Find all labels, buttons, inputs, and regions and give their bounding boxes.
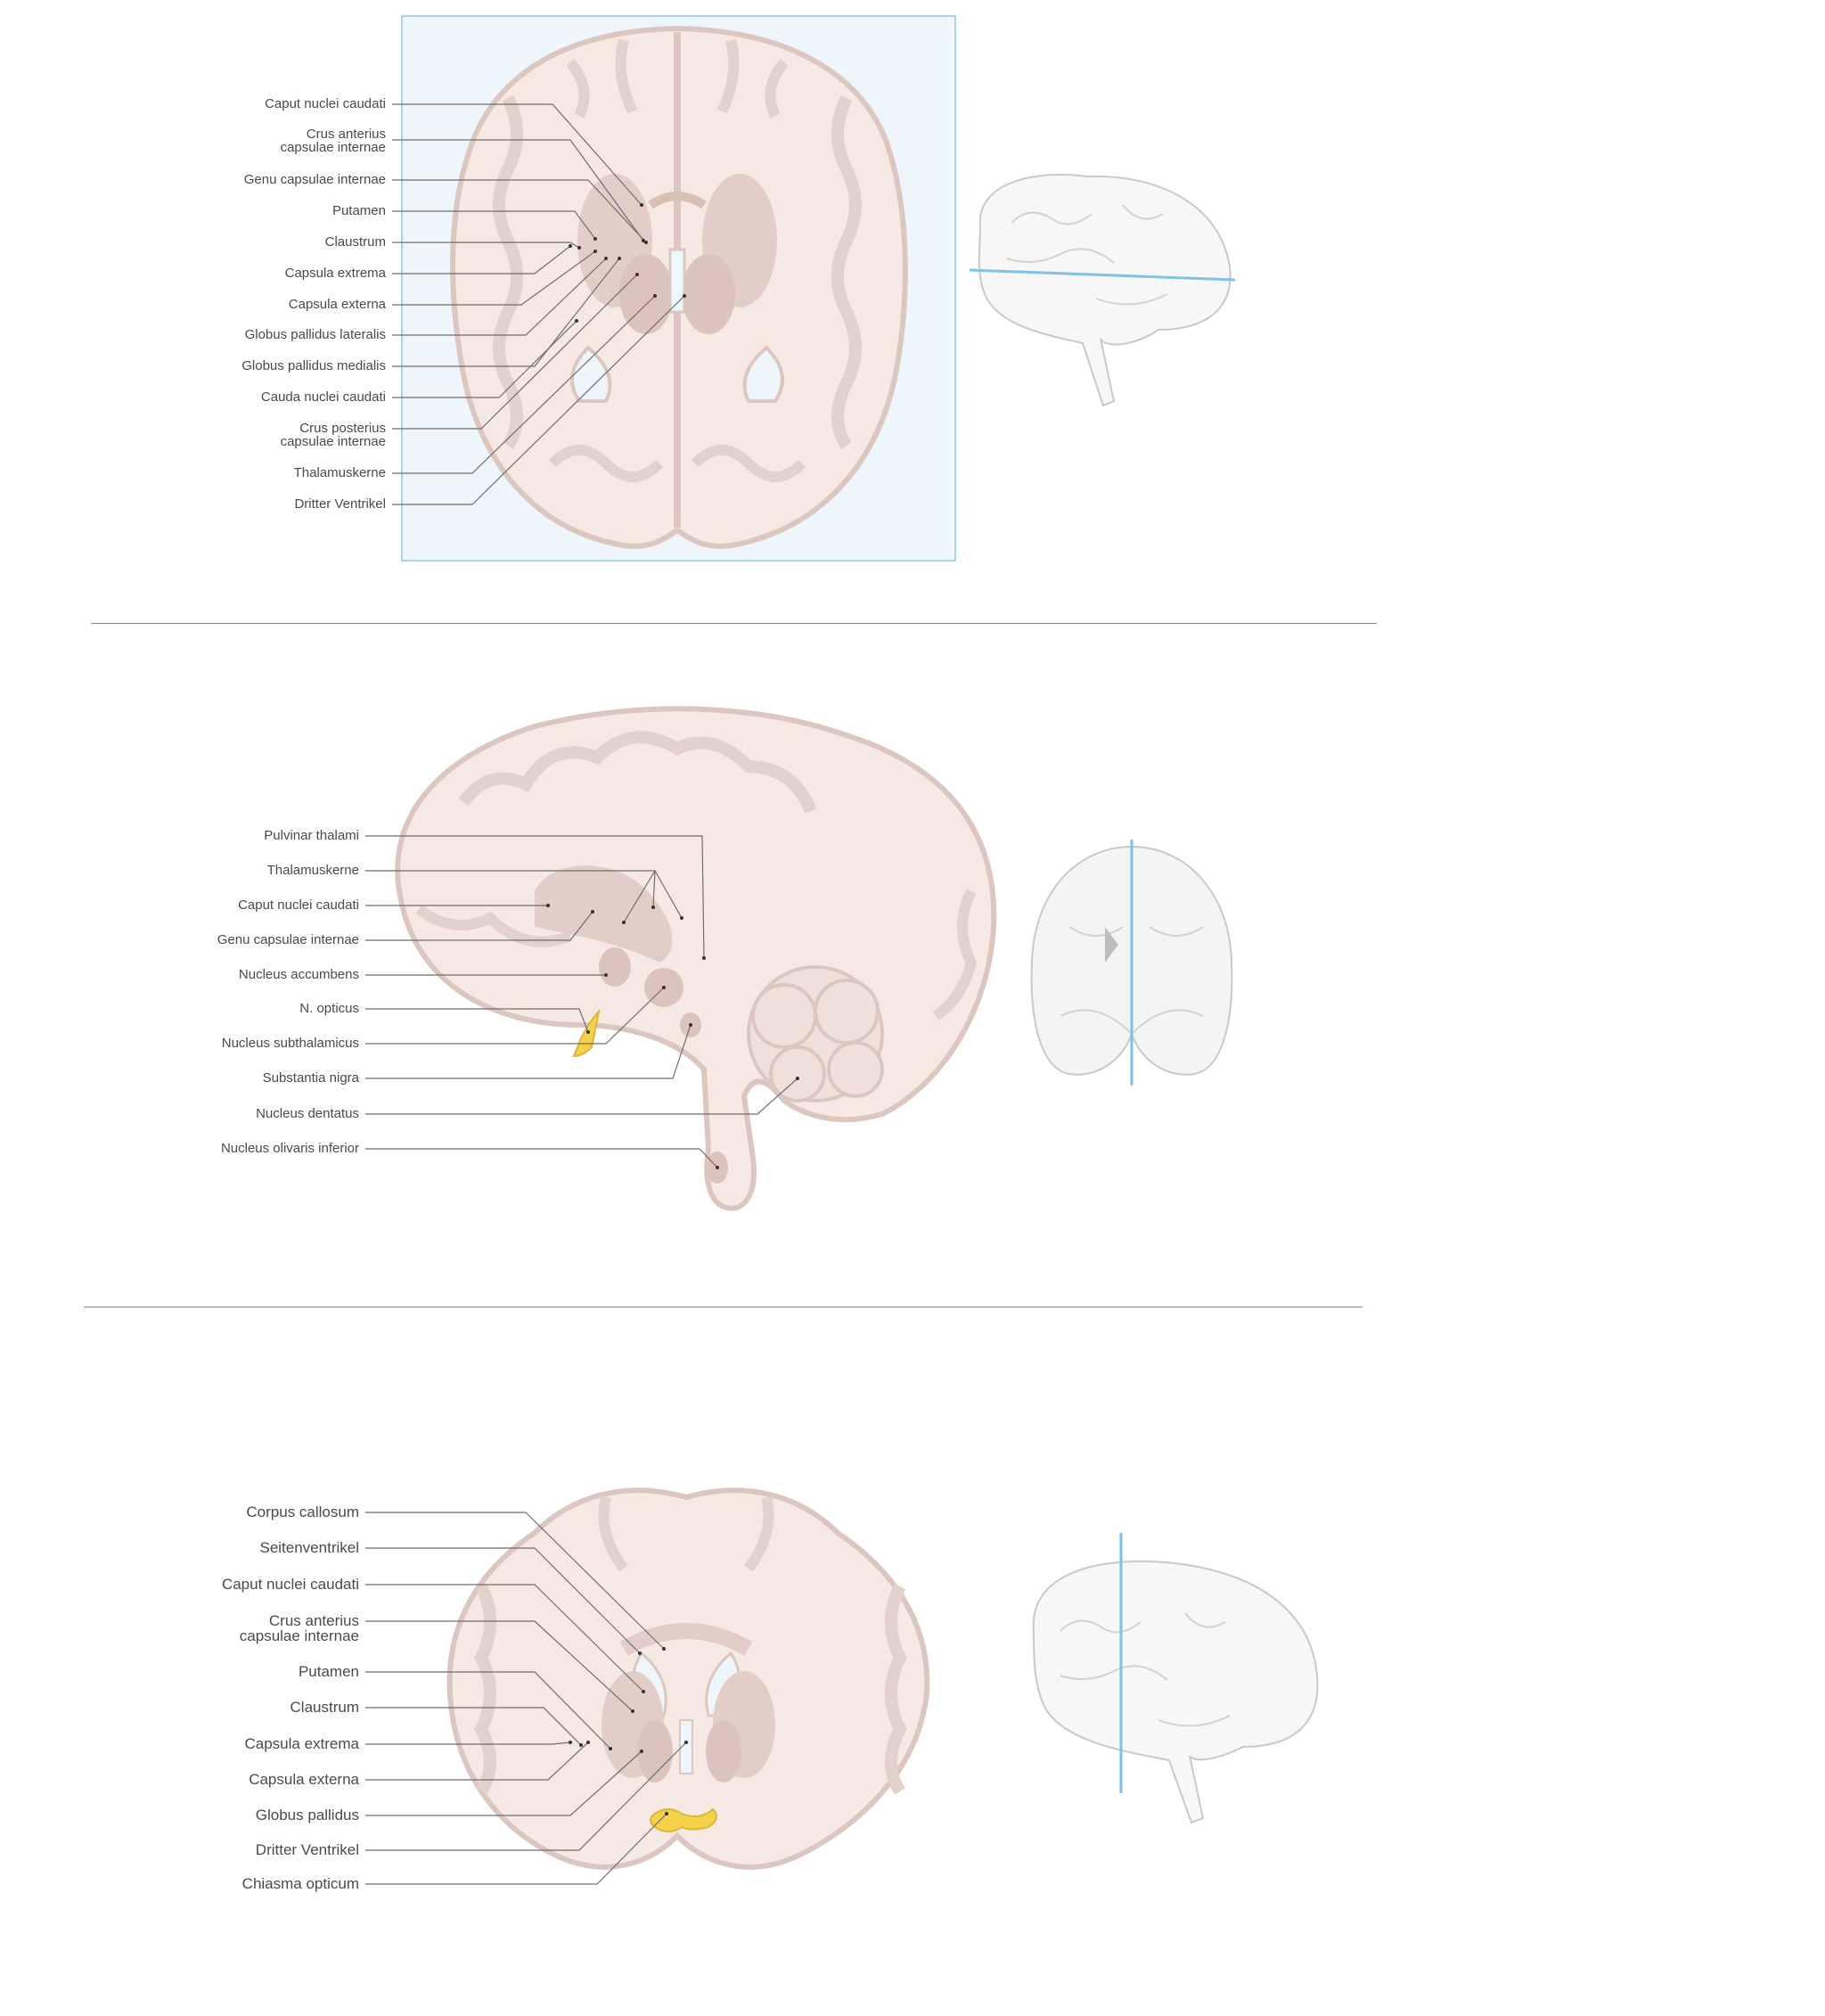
label-nucleus-accumbens: Nucleus accumbens bbox=[238, 967, 359, 982]
label-thalamuskerne: Thalamuskerne bbox=[266, 863, 359, 878]
sagittal-brain-outline bbox=[395, 706, 997, 1211]
coronal-orientation-brain-icon bbox=[1032, 1560, 1319, 1824]
label-genu-capsulae-internae: Genu capsulae internae bbox=[243, 172, 386, 187]
label-genu-capsulae-internae: Genu capsulae internae bbox=[217, 932, 359, 947]
label-crus-anterius-capsulae-internae: Crus anterius capsulae internae bbox=[239, 1612, 359, 1644]
label-capsula-externa: Capsula externa bbox=[249, 1771, 359, 1788]
label-pulvinar-thalami: Pulvinar thalami bbox=[264, 828, 359, 843]
label-claustrum: Claustrum bbox=[324, 234, 386, 250]
label-capsula-extrema: Capsula extrema bbox=[284, 266, 386, 281]
label-globus-pallidus-medialis: Globus pallidus medialis bbox=[241, 358, 386, 373]
coronal-brain-outline bbox=[446, 1487, 930, 1870]
label-globus-pallidus-lateralis: Globus pallidus lateralis bbox=[244, 327, 386, 342]
label-n-opticus: N. opticus bbox=[299, 1001, 359, 1016]
label-corpus-callosum: Corpus callosum bbox=[246, 1504, 359, 1520]
axial-brain-outline bbox=[450, 25, 908, 549]
axial-orientation-brain-icon bbox=[978, 174, 1232, 407]
label-thalamuskerne: Thalamuskerne bbox=[293, 465, 386, 480]
label-putamen: Putamen bbox=[298, 1663, 359, 1680]
label-substantia-nigra: Substantia nigra bbox=[262, 1070, 359, 1086]
label-cauda-nuclei-caudati: Cauda nuclei caudati bbox=[260, 389, 386, 405]
label-putamen: Putamen bbox=[331, 203, 386, 218]
axial-plane-line bbox=[969, 268, 1236, 282]
label-crus-posterius-capsulae-internae: Crus posterius capsulae internae bbox=[280, 421, 386, 449]
label-caput-nuclei-caudati: Caput nuclei caudati bbox=[265, 96, 386, 111]
label-capsula-externa: Capsula externa bbox=[288, 297, 386, 312]
label-crus-anterius-capsulae-internae: Crus anterius capsulae internae bbox=[280, 127, 386, 155]
label-chiasma-opticum: Chiasma opticum bbox=[241, 1875, 359, 1892]
label-globus-pallidus: Globus pallidus bbox=[255, 1807, 359, 1823]
label-nucleus-subthalamicus: Nucleus subthalamicus bbox=[221, 1036, 359, 1051]
label-nucleus-dentatus: Nucleus dentatus bbox=[256, 1106, 359, 1121]
label-dritter-ventrikel: Dritter Ventrikel bbox=[294, 496, 386, 512]
label-caput-nuclei-caudati: Caput nuclei caudati bbox=[221, 1576, 359, 1593]
label-nucleus-olivaris-inferior: Nucleus olivaris inferior bbox=[220, 1141, 359, 1156]
label-capsula-extrema: Capsula extrema bbox=[244, 1735, 359, 1752]
section-divider-1 bbox=[91, 623, 1377, 624]
label-caput-nuclei-caudati: Caput nuclei caudati bbox=[238, 897, 359, 913]
label-dritter-ventrikel: Dritter Ventrikel bbox=[255, 1841, 359, 1858]
label-seitenventrikel: Seitenventrikel bbox=[259, 1539, 359, 1556]
label-claustrum: Claustrum bbox=[290, 1699, 359, 1716]
